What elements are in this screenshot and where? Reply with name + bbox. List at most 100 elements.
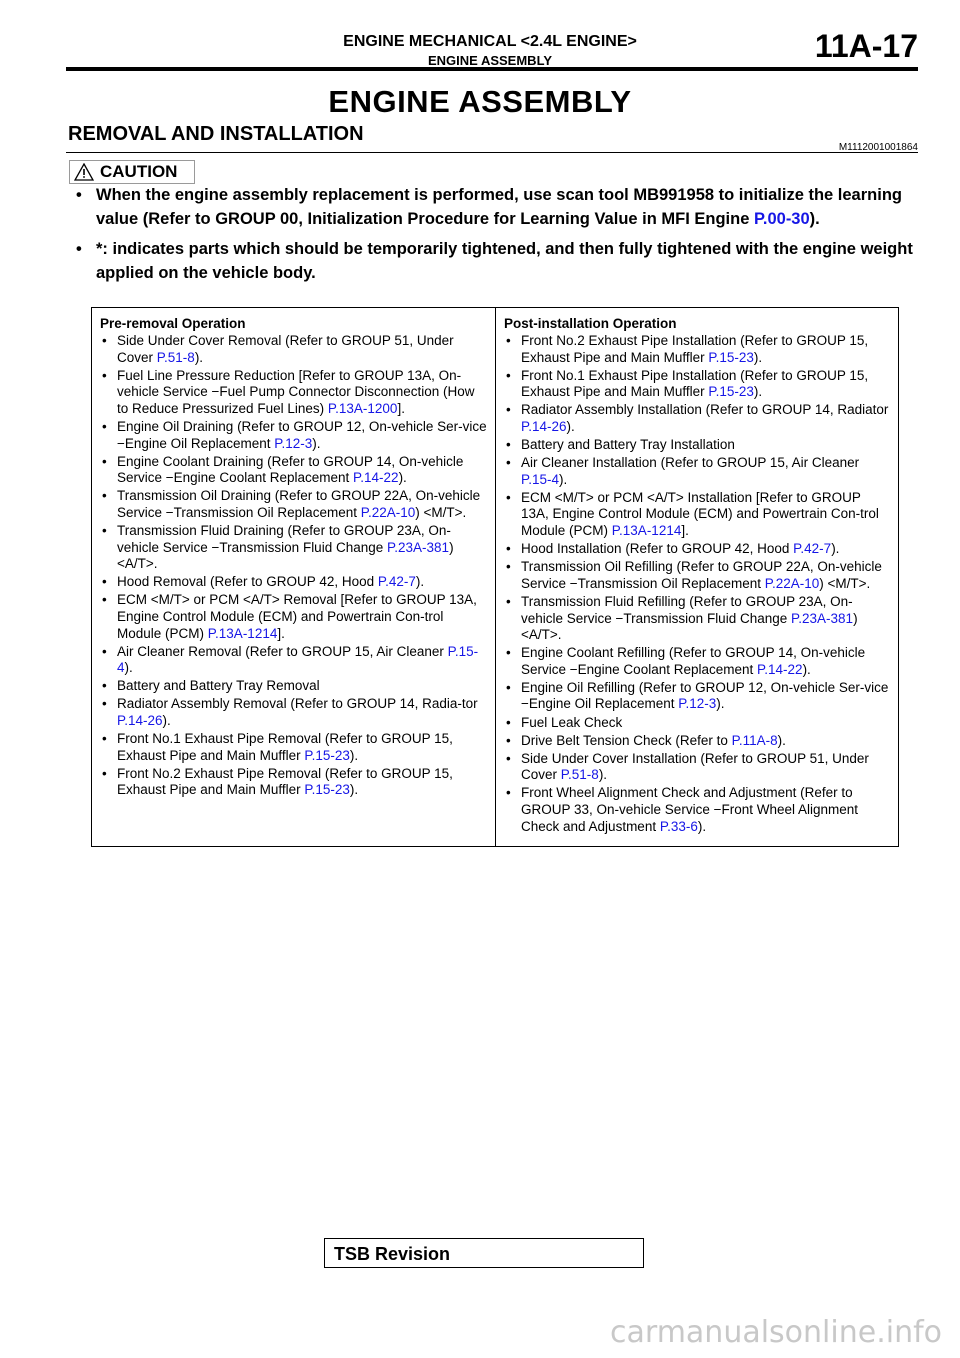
procedure-item-text: Engine Oil Draining (Refer to GROUP 12, … xyxy=(117,418,487,451)
bullet-icon: • xyxy=(76,240,82,258)
procedure-item-suffix: ). xyxy=(716,696,725,712)
procedure-item-suffix: ). xyxy=(312,435,321,451)
bullet-icon: • xyxy=(506,541,511,557)
procedure-item-text: Radiator Assembly Removal (Refer to GROU… xyxy=(117,696,478,712)
procedure-item-text: ECM <M/T> or PCM <A/T> Installation [Ref… xyxy=(521,489,879,539)
reference-link[interactable]: P.51-8 xyxy=(156,349,195,365)
procedure-item-suffix: ) <M/T>. xyxy=(415,504,467,520)
procedure-item: •Transmission Fluid Draining (Refer to G… xyxy=(100,523,487,573)
reference-link[interactable]: P.42-7 xyxy=(793,541,832,557)
reference-link[interactable]: P.23A-381 xyxy=(791,610,854,626)
procedure-item-suffix: ). xyxy=(415,574,425,590)
procedure-item: •Front No.2 Exhaust Pipe Removal (Refer … xyxy=(100,766,487,799)
procedure-item-suffix: ). xyxy=(559,471,568,487)
procedure-item-suffix: ). xyxy=(162,713,171,729)
procedure-item-suffix: ) <A/T>. xyxy=(521,610,858,643)
procedure-item-text: Engine Coolant Refilling (Refer to GROUP… xyxy=(521,645,866,677)
reference-link[interactable]: P.15-23 xyxy=(708,349,754,365)
caution-item-suffix: ). xyxy=(809,210,820,228)
procedure-item: •ECM <M/T> or PCM <A/T> Installation [Re… xyxy=(504,490,890,540)
bullet-icon: • xyxy=(102,333,107,348)
procedure-item-suffix: ]. xyxy=(681,523,689,539)
reference-link[interactable]: P.33-6 xyxy=(659,818,698,834)
reference-link[interactable]: P.23A-381 xyxy=(387,539,450,555)
bullet-icon: • xyxy=(102,696,107,712)
reference-link[interactable]: P.15-4 xyxy=(521,471,560,487)
procedure-item-suffix: ). xyxy=(753,384,763,400)
procedure-item-text: ECM <M/T> or PCM <A/T> Removal [Refer to… xyxy=(117,592,477,641)
header-rule xyxy=(66,67,918,71)
procedure-item: •Engine Coolant Draining (Refer to GROUP… xyxy=(100,454,487,487)
reference-link[interactable]: P.00-30 xyxy=(754,210,810,228)
section-code: M1112001001864 xyxy=(838,142,918,153)
reference-link[interactable]: P.42-7 xyxy=(377,574,416,590)
reference-link[interactable]: P.22A-10 xyxy=(764,575,820,591)
warning-triangle-icon xyxy=(74,162,96,182)
procedure-item-suffix: ). xyxy=(398,470,407,486)
reference-link[interactable]: P.14-22 xyxy=(757,661,803,677)
reference-link[interactable]: P.51-8 xyxy=(560,767,599,783)
procedure-item-text: Engine Oil Refilling (Refer to GROUP 12,… xyxy=(521,679,889,712)
page-title: ENGINE ASSEMBLY xyxy=(328,84,632,119)
pre-removal-title: Pre-removal Operation xyxy=(100,316,246,331)
procedure-item: • Side Under Cover Removal (Refer to GROU… xyxy=(100,333,487,366)
procedure-item-suffix: ). xyxy=(777,732,786,748)
reference-link[interactable]: P.15-23 xyxy=(708,384,754,400)
procedure-item-text: Fuel Leak Check xyxy=(521,714,623,730)
reference-link[interactable]: P.12-3 xyxy=(274,435,313,451)
procedure-item-text: Front No.2 Exhaust Pipe Removal (Refer t… xyxy=(117,765,453,798)
procedure-item-text: Air Cleaner Installation (Refer to GROUP… xyxy=(521,455,860,471)
bullet-icon: • xyxy=(102,731,107,747)
procedure-item: •Front No.1 Exhaust Pipe Installation (R… xyxy=(504,368,890,401)
header-title: ENGINE MECHANICAL <2.4L ENGINE> xyxy=(343,33,637,50)
procedure-item-text: Transmission Oil Refilling (Refer to GRO… xyxy=(521,559,882,591)
procedure-item-text: Air Cleaner Removal (Refer to GROUP 15, … xyxy=(117,643,448,659)
procedure-item: •Hood Installation (Refer to GROUP 42, H… xyxy=(504,541,890,558)
post-installation-list: • Front No.2 Exhaust Pipe Installation (R… xyxy=(504,333,890,835)
procedure-item-suffix: ). xyxy=(349,747,359,763)
procedure-item-suffix: ). xyxy=(124,660,133,676)
reference-link[interactable]: P.13A-1214 xyxy=(611,523,682,539)
procedure-item: •Engine Oil Refilling (Refer to GROUP 12… xyxy=(504,680,890,713)
reference-link[interactable]: P.11A-8 xyxy=(731,732,778,748)
header-subtitle: ENGINE ASSEMBLY xyxy=(427,53,552,68)
procedure-item: •Hood Removal (Refer to GROUP 42, Hood P… xyxy=(100,574,487,591)
procedure-item-text: Transmission Oil Draining (Refer to GROU… xyxy=(117,488,481,520)
procedure-item-text: Battery and Battery Tray Removal xyxy=(117,678,320,694)
procedure-item-text: Front No.2 Exhaust Pipe Installation (Re… xyxy=(521,333,869,365)
reference-link[interactable]: P.13A-1200 xyxy=(327,400,398,416)
procedure-item-text: Side Under Cover Removal (Refer to GROUP… xyxy=(117,333,454,365)
reference-link[interactable]: P.15-4 xyxy=(117,643,479,676)
procedure-item: •Front No.2 Exhaust Pipe Installation (R… xyxy=(504,333,890,366)
procedure-item: • Air Cleaner Installation (Refer to GROU… xyxy=(504,455,890,488)
reference-link[interactable]: P.14-26 xyxy=(117,713,163,729)
procedure-item-text: Front Wheel Alignment Check and Adjustme… xyxy=(521,785,859,834)
bullet-icon: • xyxy=(506,714,511,730)
bullet-icon: • xyxy=(506,750,511,766)
reference-link[interactable]: P.13A-1214 xyxy=(207,625,278,641)
procedure-item: •Radiator Assembly Installation (Refer t… xyxy=(504,402,890,435)
bullet-icon: • xyxy=(102,367,107,383)
procedure-item: •Air Cleaner Removal (Refer to GROUP 15,… xyxy=(100,644,487,677)
reference-link[interactable]: P.14-26 xyxy=(521,418,567,434)
post-installation-column: Post-installation Operation •Front No.2 … xyxy=(495,308,898,846)
reference-link[interactable]: P.22A-10 xyxy=(360,504,416,520)
procedure-item-suffix: ). xyxy=(831,541,840,557)
bullet-icon: • xyxy=(506,785,511,801)
procedure-item-text: Engine Coolant Draining (Refer to GROUP … xyxy=(117,453,464,486)
bullet-icon: • xyxy=(102,678,107,694)
reference-link[interactable]: P.15-23 xyxy=(304,782,350,798)
pre-removal-list: • Side Under Cover Removal (Refer to GROU… xyxy=(100,333,487,799)
procedure-item: • Front Wheel Alignment Check and Adjustm… xyxy=(504,785,890,835)
reference-link[interactable]: P.12-3 xyxy=(678,696,717,712)
bullet-icon: • xyxy=(506,455,511,471)
caution-list: • When the engine assembly replacement i… xyxy=(72,183,918,291)
reference-link[interactable]: P.14-22 xyxy=(353,470,399,486)
caution-label: CAUTION xyxy=(100,162,178,181)
procedure-item-suffix: ) <M/T>. xyxy=(819,575,871,591)
procedure-item-text: Front No.1 Exhaust Pipe Removal (Refer t… xyxy=(117,731,453,763)
procedure-item: •ECM <M/T> or PCM <A/T> Removal [Refer t… xyxy=(100,592,487,642)
procedure-table: Pre-removal Operation • Side Under Cover … xyxy=(91,307,899,847)
procedure-item-suffix: ]. xyxy=(277,625,285,641)
reference-link[interactable]: P.15-23 xyxy=(304,747,350,763)
